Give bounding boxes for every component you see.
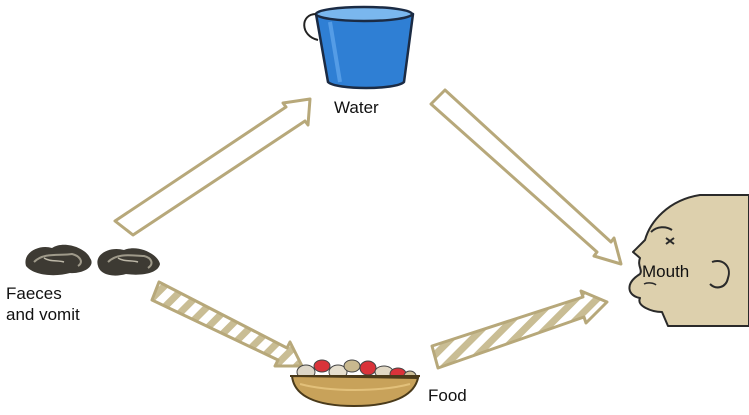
faeces-label-line1: Faeces: [6, 284, 62, 303]
mouth-label: Mouth: [642, 262, 690, 281]
food-bowl-icon: [290, 359, 420, 408]
arrow-faeces-to-water: [113, 97, 312, 237]
arrow-food-to-mouth: [430, 289, 609, 370]
faeces-icon: [25, 244, 160, 276]
bucket-icon: [303, 5, 415, 90]
faeces-label-line2: and vomit: [6, 305, 80, 324]
face-profile-icon: [628, 194, 749, 327]
arrow-faeces-to-food: [150, 280, 304, 368]
water-label: Water: [334, 98, 379, 117]
arrow-water-to-mouth: [429, 88, 623, 266]
food-label: Food: [428, 386, 467, 405]
faeces-and-vomit-label: Faeces and vomit: [6, 283, 80, 325]
